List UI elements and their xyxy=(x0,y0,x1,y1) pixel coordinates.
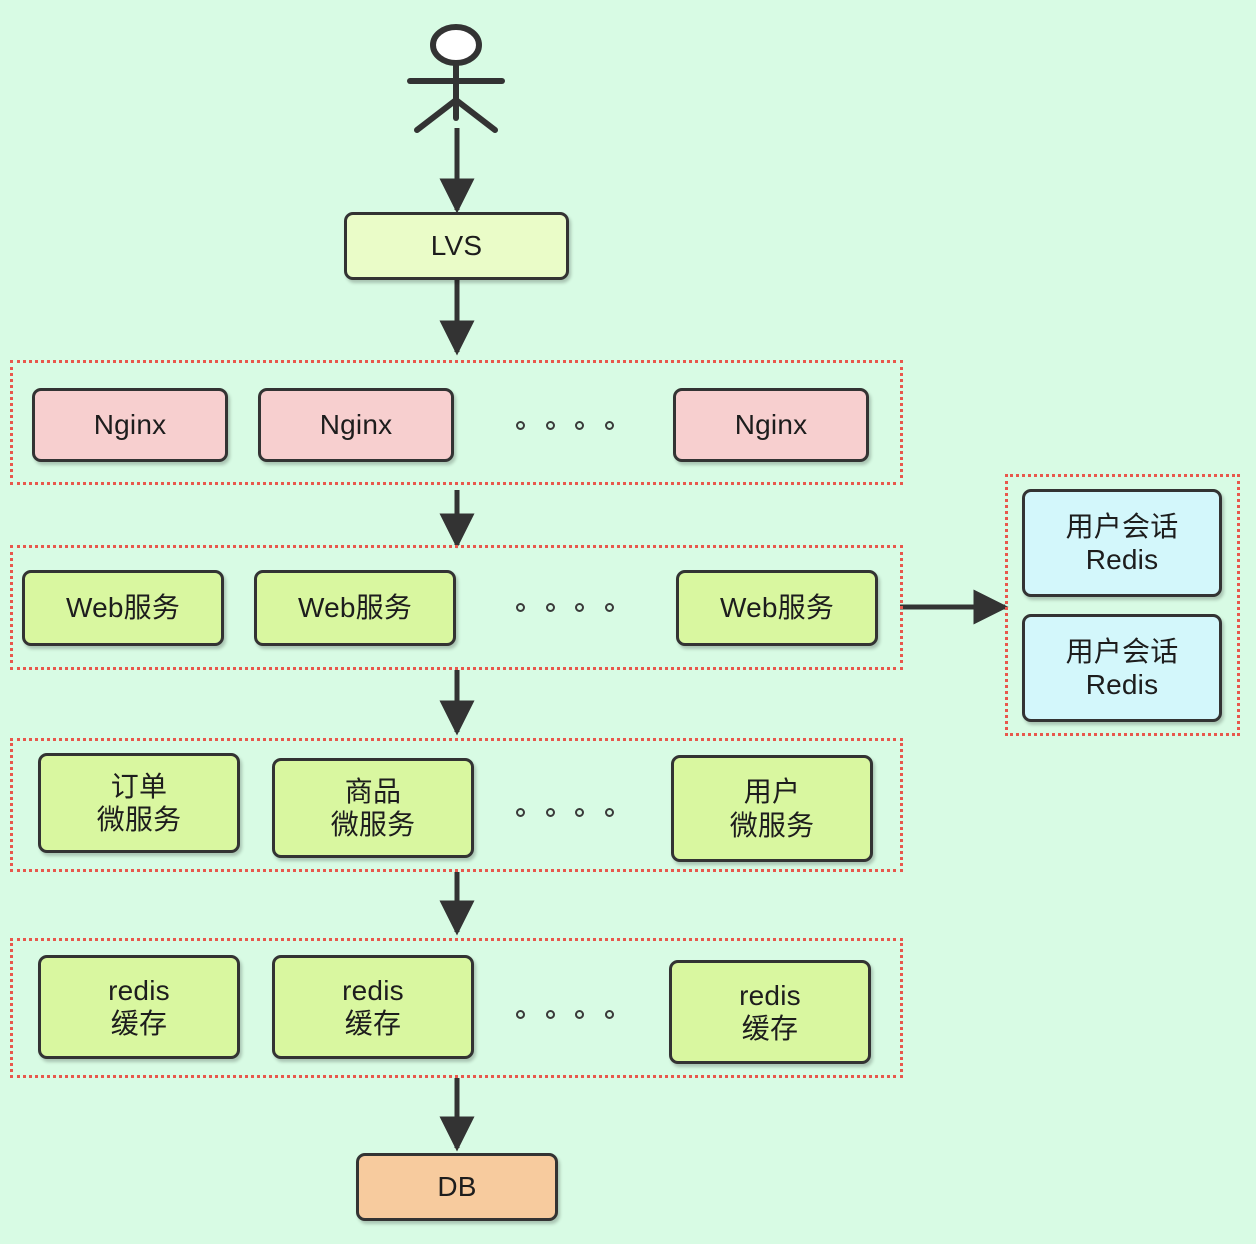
node-microservice-user-line2: 微服务 xyxy=(729,809,815,841)
node-user-session-redis-2-line1: 用户会话 xyxy=(1065,635,1179,667)
node-web-service-1[interactable]: Web服务 xyxy=(22,570,224,646)
ellipsis-dot xyxy=(604,420,614,430)
node-microservice-product-line2: 微服务 xyxy=(330,809,416,840)
node-lvs-label: LVS xyxy=(430,230,483,262)
node-web-service-2[interactable]: Web服务 xyxy=(254,570,456,646)
microservice-tier-ellipsis xyxy=(516,806,614,818)
node-redis-cache-3[interactable]: redis 缓存 xyxy=(669,960,871,1064)
ellipsis-dot xyxy=(516,1009,525,1019)
node-redis-cache-3-line2: 缓存 xyxy=(741,1013,799,1044)
node-db[interactable]: DB xyxy=(356,1153,558,1221)
ellipsis-dot xyxy=(604,807,614,817)
node-db-label: DB xyxy=(437,1171,477,1203)
cache-tier-ellipsis xyxy=(516,1008,614,1020)
node-redis-cache-1-line1: redis xyxy=(108,974,170,1006)
node-user-session-redis-1-line1: 用户会话 xyxy=(1065,510,1179,542)
group-user-session-redis-tier xyxy=(1005,474,1240,736)
node-microservice-user-line1: 用户 xyxy=(743,776,801,808)
group-web-service-tier xyxy=(10,545,903,670)
ellipsis-dot xyxy=(516,602,525,612)
ellipsis-dot xyxy=(575,807,585,817)
group-microservice-tier xyxy=(10,738,903,872)
node-web-service-3-label: Web服务 xyxy=(719,592,835,624)
user-actor-icon xyxy=(407,24,505,133)
ellipsis-dot xyxy=(604,1009,614,1019)
group-redis-cache-tier xyxy=(10,938,903,1078)
nginx-tier-ellipsis xyxy=(516,419,614,431)
node-microservice-product-line1: 商品 xyxy=(344,775,402,807)
node-user-session-redis-2-line2: Redis xyxy=(1085,669,1159,700)
node-web-service-3[interactable]: Web服务 xyxy=(676,570,878,646)
node-microservice-user[interactable]: 用户 微服务 xyxy=(671,755,873,862)
node-nginx-2-label: Nginx xyxy=(319,409,393,441)
node-user-session-redis-1-line2: Redis xyxy=(1085,544,1159,575)
node-microservice-product[interactable]: 商品 微服务 xyxy=(272,758,474,858)
node-nginx-3[interactable]: Nginx xyxy=(673,388,869,462)
group-nginx-tier xyxy=(10,360,903,485)
node-redis-cache-2-line1: redis xyxy=(342,974,404,1006)
node-nginx-2[interactable]: Nginx xyxy=(258,388,454,462)
node-redis-cache-3-line1: redis xyxy=(739,979,801,1011)
node-lvs[interactable]: LVS xyxy=(344,212,569,280)
node-microservice-order-line1: 订单 xyxy=(110,770,168,802)
ellipsis-dot xyxy=(516,807,525,817)
node-redis-cache-2[interactable]: redis 缓存 xyxy=(272,955,474,1059)
node-user-session-redis-2[interactable]: 用户会话 Redis xyxy=(1022,614,1222,722)
ellipsis-dot xyxy=(575,420,585,430)
node-redis-cache-2-line2: 缓存 xyxy=(344,1008,402,1039)
web-tier-ellipsis xyxy=(516,601,614,613)
node-nginx-1[interactable]: Nginx xyxy=(32,388,228,462)
node-web-service-2-label: Web服务 xyxy=(297,592,413,624)
node-microservice-order[interactable]: 订单 微服务 xyxy=(38,753,240,853)
node-microservice-order-line2: 微服务 xyxy=(96,804,182,835)
ellipsis-dot xyxy=(604,602,614,612)
node-nginx-1-label: Nginx xyxy=(93,409,167,441)
node-redis-cache-1[interactable]: redis 缓存 xyxy=(38,955,240,1059)
ellipsis-dot xyxy=(545,602,555,612)
node-nginx-3-label: Nginx xyxy=(734,409,808,441)
node-redis-cache-1-line2: 缓存 xyxy=(110,1008,168,1039)
ellipsis-dot xyxy=(545,420,555,430)
node-web-service-1-label: Web服务 xyxy=(65,592,181,624)
ellipsis-dot xyxy=(545,807,555,817)
node-user-session-redis-1[interactable]: 用户会话 Redis xyxy=(1022,489,1222,597)
ellipsis-dot xyxy=(516,420,525,430)
ellipsis-dot xyxy=(575,1009,585,1019)
ellipsis-dot xyxy=(575,602,585,612)
ellipsis-dot xyxy=(545,1009,555,1019)
